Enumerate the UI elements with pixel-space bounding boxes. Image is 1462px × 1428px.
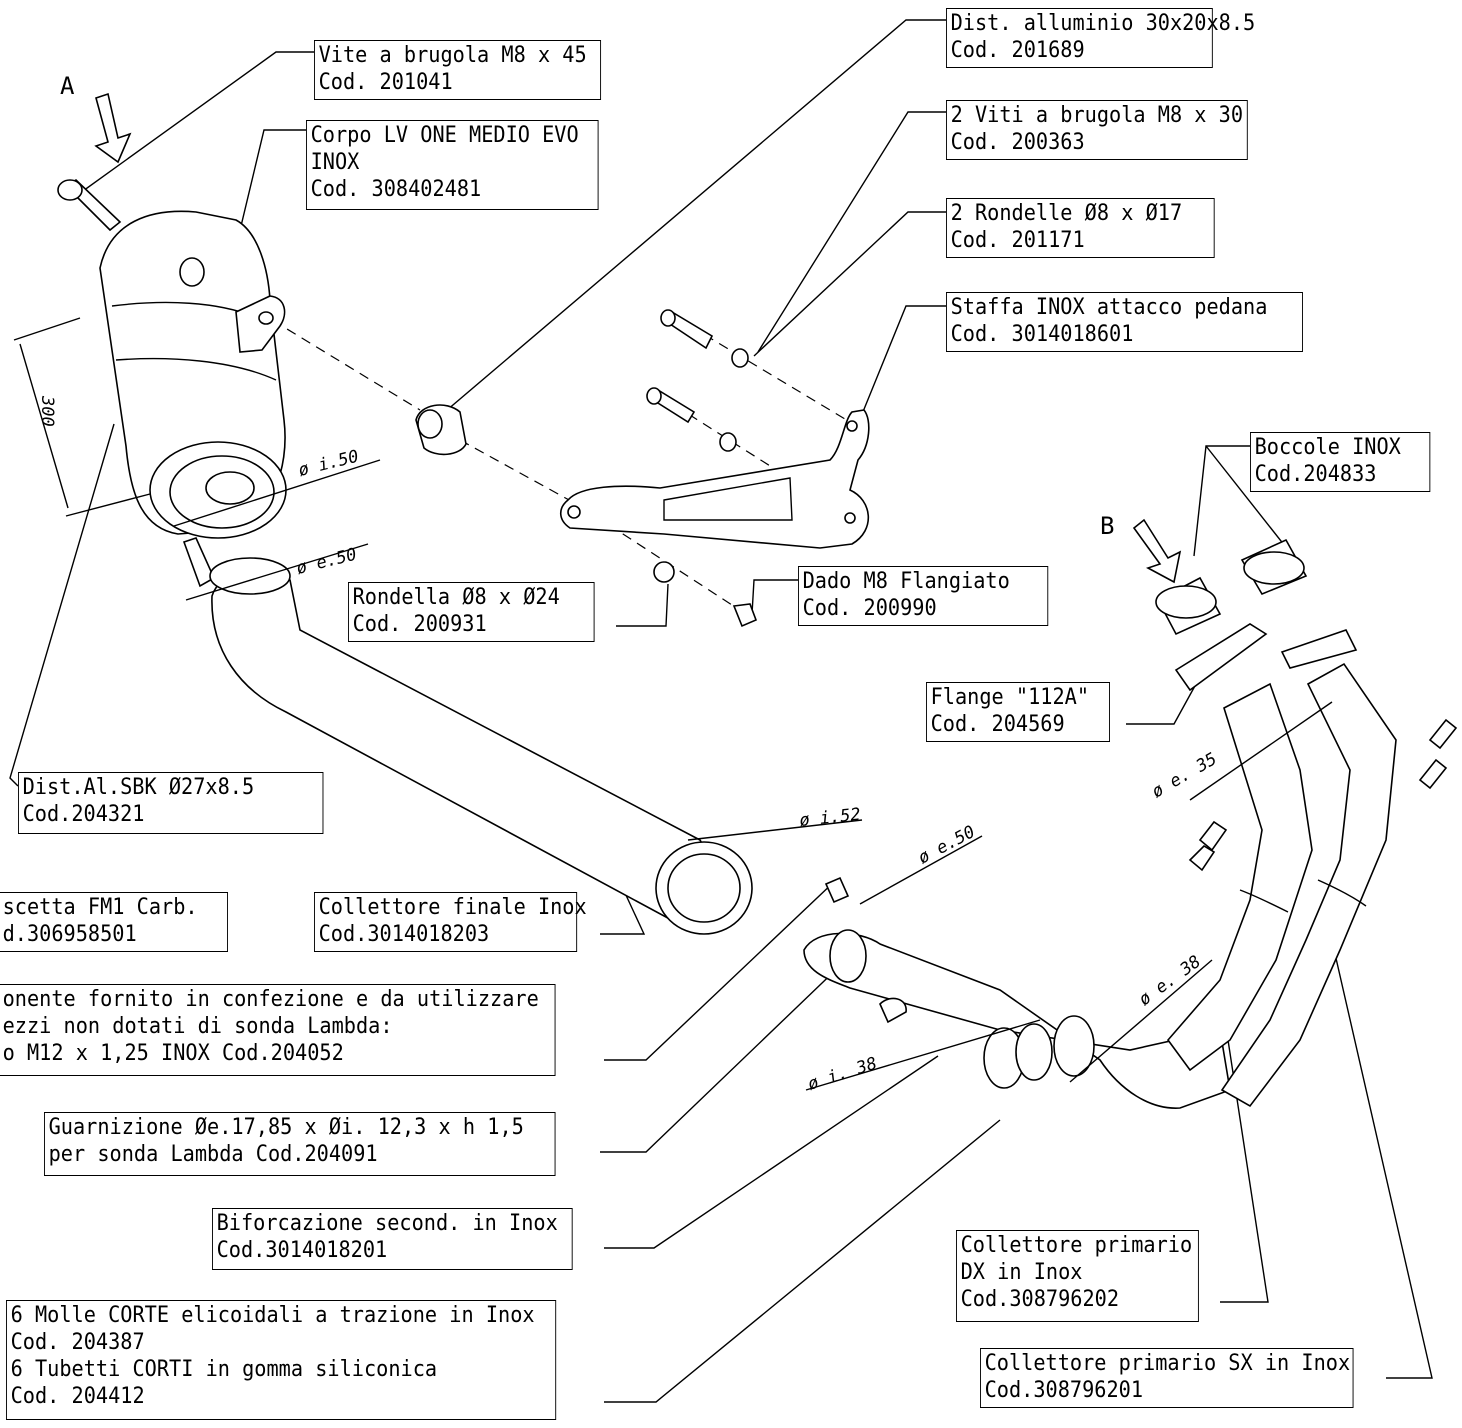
label-componente: onente fornito in confezione e da utiliz…	[0, 984, 556, 1076]
view-arrows	[94, 92, 1182, 584]
y-pipe	[803, 876, 1231, 1109]
label-fascetta: scetta FM1 Carb.d.306958501	[0, 892, 228, 952]
leader-lines	[9, 19, 1433, 1403]
silencer	[57, 179, 287, 588]
hardware-parts	[415, 309, 758, 628]
footrest-bracket	[559, 409, 870, 549]
marker-b: B	[1100, 512, 1114, 540]
primary-collectors	[1155, 538, 1397, 1108]
final-collector	[209, 557, 753, 935]
dim-length: 300	[37, 395, 57, 427]
marker-a: A	[60, 72, 75, 100]
label-flange: Flange "112A"Cod. 204569	[926, 682, 1110, 742]
label-molle: 6 Molle CORTE elicoidali a trazione in I…	[6, 1300, 557, 1420]
dimension-lines	[13, 317, 1333, 1091]
springs	[1188, 718, 1458, 872]
